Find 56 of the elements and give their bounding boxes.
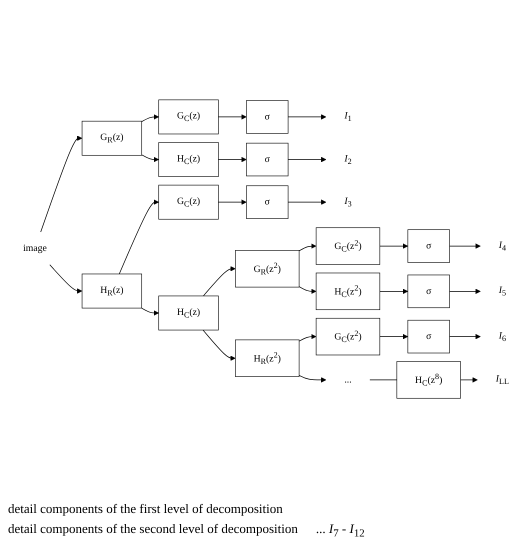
node-box: σ <box>246 142 288 176</box>
arrow <box>288 199 326 204</box>
arrow <box>202 329 236 361</box>
arrow <box>141 307 159 316</box>
node-box: G$_{C}$(z$^{2}$) <box>316 318 380 355</box>
note-text: detail components of the first level of decomposition <box>8 501 283 518</box>
arrow <box>40 135 82 232</box>
node-box: G$_{C}$(z) <box>158 184 219 220</box>
arrow <box>288 156 326 162</box>
arrow <box>218 199 247 204</box>
node-box: H$_{C}$(z$^{2}$) <box>316 272 380 310</box>
node-box: σ <box>246 185 288 219</box>
arrow <box>460 376 478 382</box>
node-box: H$_{C}$(z) <box>158 295 219 330</box>
arrow <box>298 243 316 251</box>
node-box: G$_{R}$(z) <box>82 120 142 156</box>
arrow <box>49 264 82 294</box>
note-text: detail components of the second level of decomposition <box>8 521 298 538</box>
node-text: I$_{1}$ <box>344 110 352 123</box>
node-text: I$_{5}$ <box>498 284 506 298</box>
arrow <box>298 286 316 294</box>
node-text: I$_{LL}$ <box>496 373 509 386</box>
node-text: I$_{2}$ <box>344 153 352 166</box>
node-box: G$_{C}$(z$^{2}$) <box>316 227 380 264</box>
arrow <box>141 114 159 122</box>
node-box: σ <box>408 229 450 262</box>
arrow <box>449 243 481 248</box>
note-text: ... I$_{7}$ - I$_{12}$ <box>316 521 365 540</box>
node-box: H$_{C}$(z) <box>158 142 219 177</box>
arrow <box>298 374 326 382</box>
arrow <box>118 199 159 274</box>
arrow <box>218 114 247 120</box>
node-box: σ <box>408 320 450 353</box>
arrow <box>288 114 326 120</box>
arrow <box>379 288 408 294</box>
node-text: I$_{3}$ <box>344 196 352 208</box>
node-box: H$_{R}$(z) <box>82 273 142 308</box>
arrow <box>449 334 481 339</box>
node-box: σ <box>408 274 450 308</box>
arrow <box>298 334 316 342</box>
node-box: H$_{R}$(z$^{2}$) <box>235 339 300 377</box>
arrow <box>202 266 236 296</box>
arrow <box>379 243 408 248</box>
node-text: ... <box>344 374 352 384</box>
node-text: image <box>23 242 47 253</box>
connector <box>369 379 398 380</box>
node-box: H$_{C}$(z$^{8}$) <box>396 360 461 398</box>
arrow <box>449 288 481 294</box>
arrow <box>141 154 159 162</box>
node-box: G$_{R}$(z$^{2}$) <box>235 250 300 288</box>
arrow <box>379 334 408 339</box>
node-box: G$_{C}$(z) <box>158 99 219 134</box>
node-text: I$_{6}$ <box>498 330 506 342</box>
node-text: I$_{4}$ <box>498 240 506 252</box>
node-box: σ <box>246 100 288 134</box>
arrow <box>218 156 247 162</box>
